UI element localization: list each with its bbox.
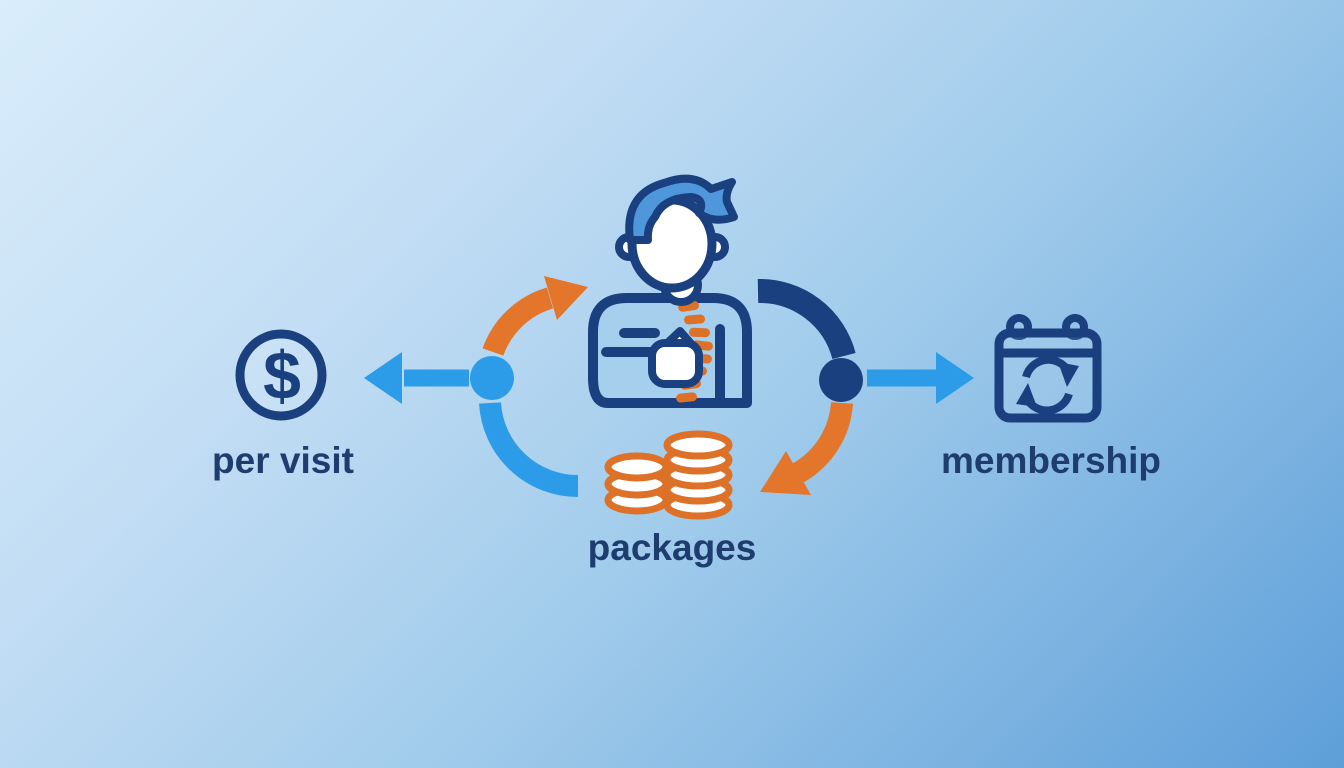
coin-stacks-icon <box>604 430 733 520</box>
refresh-cycle-icon <box>1016 355 1079 415</box>
patient-hair <box>625 174 738 244</box>
right-arrowhead <box>936 352 974 404</box>
junction-dot-left <box>470 356 514 400</box>
recurring-calendar-icon <box>994 314 1102 423</box>
patient-hand <box>648 327 703 388</box>
packages-node: packages <box>588 430 757 568</box>
dollar-sign-glyph: $ <box>263 338 301 414</box>
left-arrow <box>364 352 469 404</box>
per-visit-label: per visit <box>212 440 354 481</box>
per-visit-node: $ per visit <box>212 329 354 481</box>
dollar-circle-icon <box>235 329 327 421</box>
connectors <box>364 276 974 498</box>
junction-dot-right <box>819 358 863 402</box>
membership-node: membership <box>941 314 1161 481</box>
navy-arc-icon <box>757 279 856 360</box>
right-arrow <box>867 352 974 404</box>
orange-arc-down-icon <box>760 401 853 495</box>
patient-with-spine-icon <box>588 174 752 408</box>
orange-arc-up-icon <box>482 276 588 357</box>
packages-label: packages <box>588 527 757 568</box>
blue-arc-down-icon <box>479 402 579 498</box>
left-arrowhead <box>364 352 402 404</box>
membership-label: membership <box>941 440 1161 481</box>
